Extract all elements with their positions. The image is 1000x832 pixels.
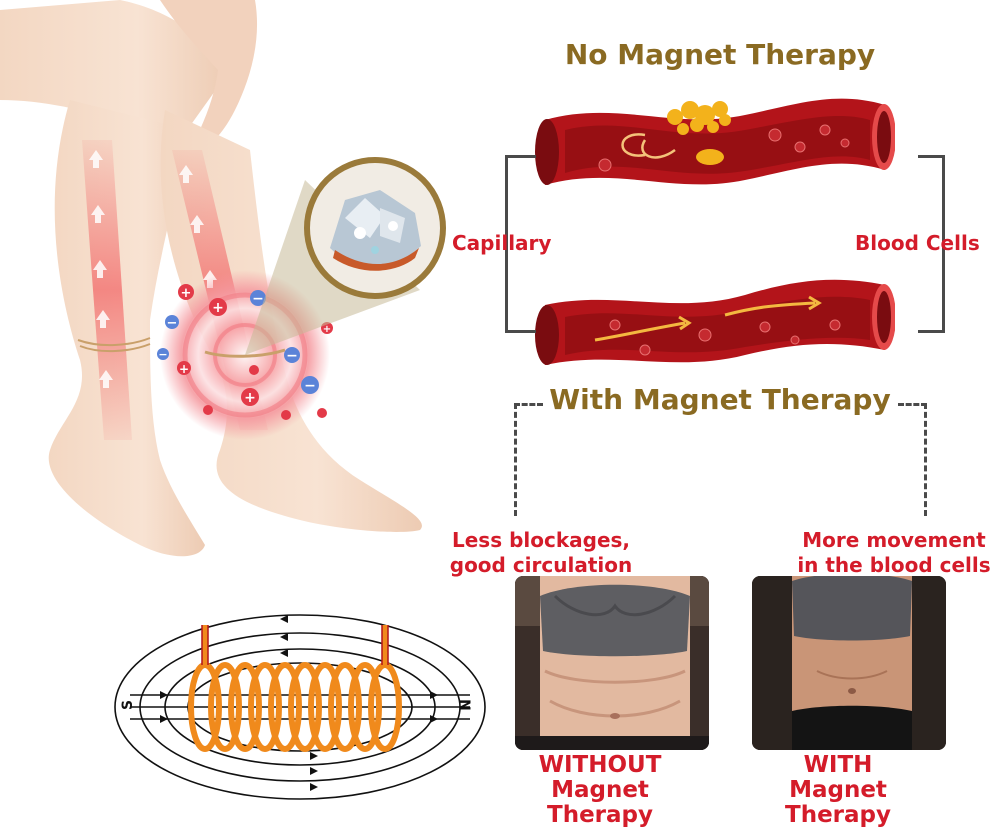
hand-shape [160, 0, 258, 150]
sports-bra-gray-2 [792, 576, 912, 641]
more-movement-line2: in the blood cells [797, 553, 991, 577]
svg-text:+: + [179, 362, 189, 376]
svg-text:−: − [286, 348, 298, 364]
svg-text:+: + [181, 286, 192, 301]
svg-text:−: − [252, 291, 264, 307]
svg-text:−: − [167, 316, 178, 331]
flow-arrow-1 [594, 321, 686, 342]
heading-no-magnet-therapy: No Magnet Therapy [564, 38, 876, 71]
pole-label-s: S [120, 699, 137, 711]
caption-with-therapy: WITH Magnet Therapy [758, 753, 918, 828]
dashed-connector-left [514, 403, 543, 516]
photo-with-therapy [752, 576, 946, 750]
svg-text:+: + [323, 324, 331, 335]
flow-arrow-2 [724, 301, 816, 317]
caption-without-therapy: WITHOUT Magnet Therapy [520, 753, 680, 828]
ion-particles: + + − − + − − − + + [157, 284, 333, 420]
caption-without-line3: Therapy [547, 802, 653, 828]
less-blockages-line2: good circulation [449, 553, 633, 577]
label-less-blockages: Less blockages, good circulation [436, 528, 646, 578]
blood-vessel-blocked [535, 98, 895, 185]
legs-illustration: + + − − + − − − + + [0, 0, 446, 557]
caption-without-line2: Magnet [551, 777, 649, 803]
svg-text:+: + [212, 300, 224, 316]
less-blockages-line1: Less blockages, [451, 528, 631, 552]
label-capillary: Capillary [452, 231, 552, 255]
svg-text:+: + [244, 390, 256, 406]
photo-without-therapy [515, 576, 709, 750]
bracket-right [918, 155, 945, 333]
more-movement-line1: More movement [802, 528, 986, 552]
label-more-movement: More movement in the blood cells [790, 528, 998, 578]
caption-with-line3: Therapy [785, 802, 891, 828]
crystal-icon [330, 190, 421, 271]
coil-winding [188, 625, 402, 752]
magnetic-coil-diagram [114, 614, 486, 800]
bracket-left [505, 155, 536, 333]
caption-without-line1: WITHOUT [538, 752, 662, 778]
caption-with-line1: WITH [803, 752, 873, 778]
plaque-deposits [667, 101, 731, 165]
sports-bra-gray [540, 584, 690, 657]
dashed-connector-right [898, 403, 927, 516]
swirl-arrow [621, 133, 646, 157]
blood-vessel-clear [535, 279, 895, 365]
caption-with-line2: Magnet [789, 777, 887, 803]
heading-with-magnet-therapy: With Magnet Therapy [549, 383, 891, 416]
anklet [77, 337, 151, 353]
thigh-shape [0, 0, 230, 140]
pole-label-n: N [455, 699, 472, 711]
svg-text:−: − [304, 378, 316, 394]
label-blood-cells: Blood Cells [855, 231, 980, 255]
svg-text:−: − [158, 348, 167, 361]
